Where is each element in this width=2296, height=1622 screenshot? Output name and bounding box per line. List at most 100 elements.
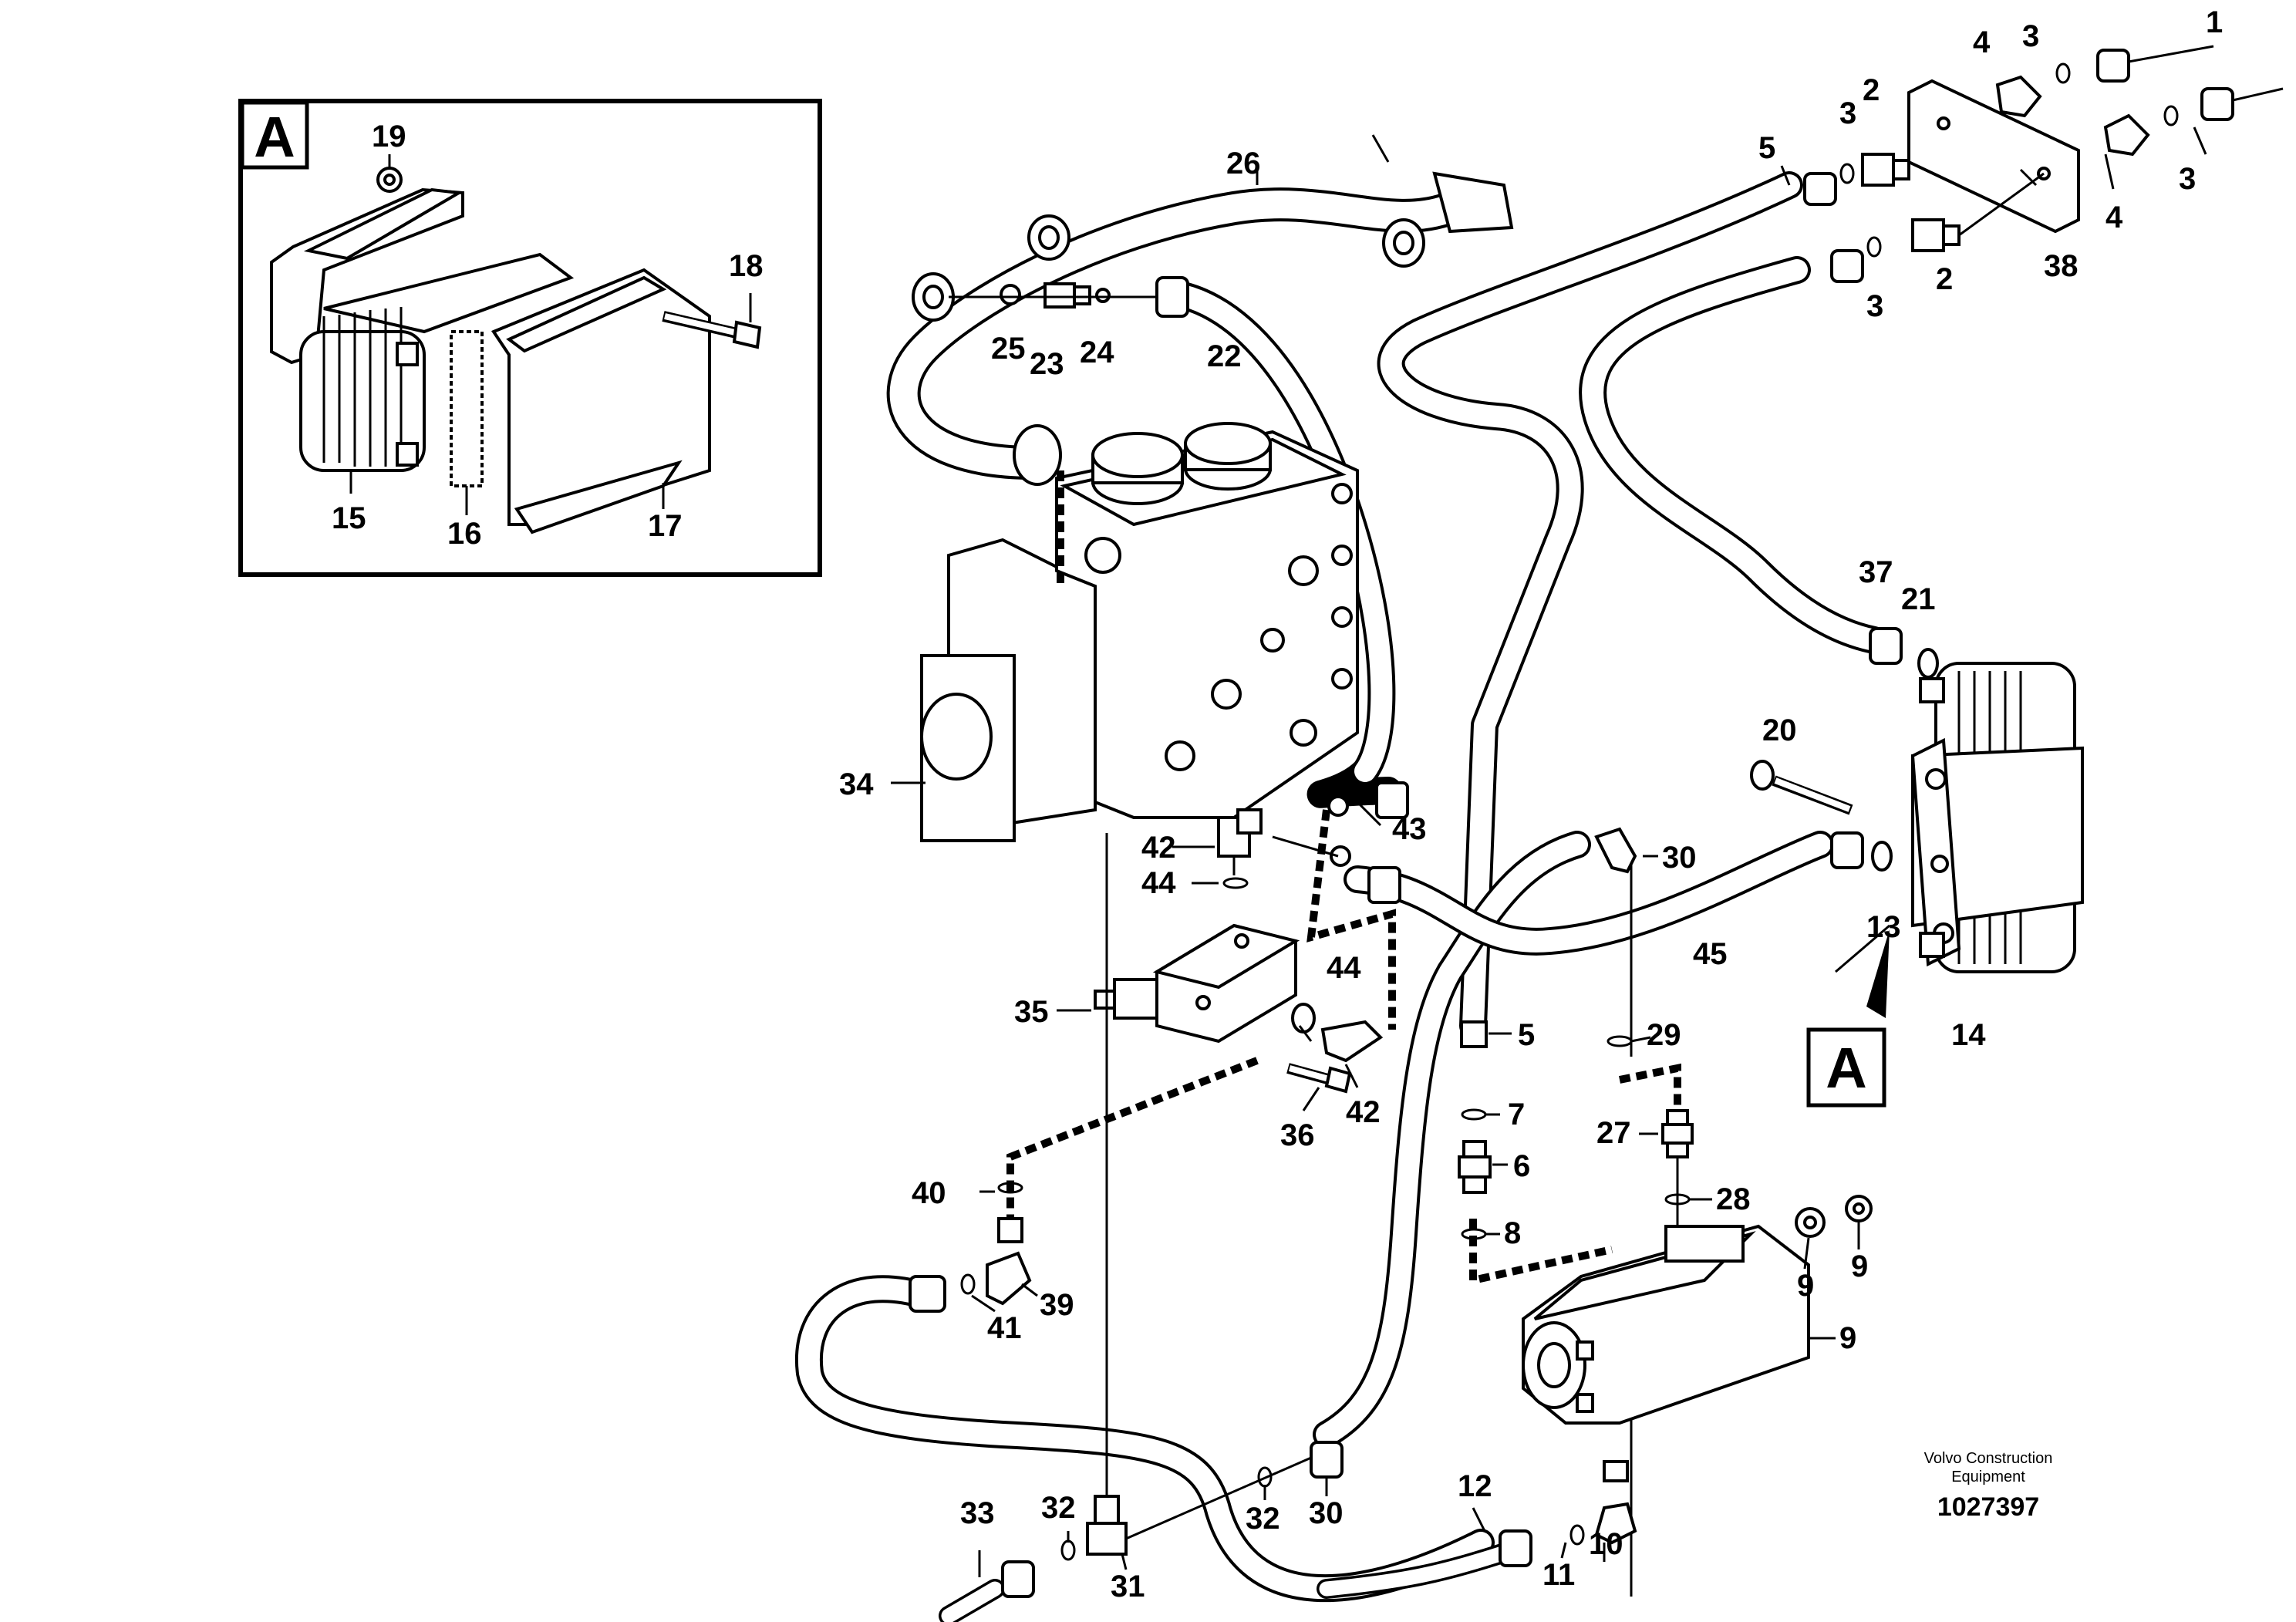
part-label: 13 [1866, 910, 1901, 944]
part-label: 10 [1589, 1527, 1623, 1561]
pump-motor-9 [1522, 1224, 1810, 1425]
elbow-42-lower [1291, 1003, 1384, 1063]
control-valve-34 [920, 422, 1359, 842]
pipe-26 [886, 171, 1514, 486]
part-label: 2 [1936, 262, 1953, 296]
part-label: 31 [1111, 1570, 1145, 1603]
part-labels: 1 3 4 3 2 5 3 4 2 3 38 26 19 18 25 23 24… [332, 5, 2223, 1603]
adapter-27 [1607, 1035, 1694, 1206]
callout-a-letter: A [1826, 1036, 1866, 1100]
inset-a-letter: A [254, 105, 295, 169]
oring-21 [1917, 648, 1939, 679]
cooler-core [299, 330, 426, 472]
tee-31 [1001, 1441, 1344, 1598]
fitting-23 [949, 276, 1189, 318]
hose-end-43 [1272, 781, 1409, 904]
manifold-block-35 [1094, 923, 1300, 1044]
part-label: 30 [1662, 841, 1697, 875]
brand-line-2: Equipment [1951, 1469, 2025, 1485]
elbow-10 [1569, 1460, 1637, 1546]
adapter-6 [1458, 1020, 1492, 1240]
part-label: 35 [1014, 995, 1049, 1029]
gasket [450, 330, 484, 487]
rear-bracket [270, 187, 464, 365]
callout-a: A [1806, 924, 1890, 1108]
part-label: 17 [648, 509, 683, 543]
routing-dashes [1006, 470, 1681, 1286]
part-label: 4 [2106, 201, 2123, 234]
part-label: 37 [1859, 555, 1893, 589]
part-label: 16 [447, 517, 482, 551]
part-label: 26 [1226, 147, 1261, 180]
part-label: 11 [1542, 1558, 1575, 1592]
bolt-36 [1286, 1063, 1352, 1094]
part-label: 38 [2044, 249, 2079, 283]
oring-13 [1871, 841, 1893, 872]
leader-lines [891, 126, 2207, 1577]
hose-45 [1344, 831, 1834, 956]
document-number: 1027397 [1937, 1492, 2039, 1522]
part-label: 22 [1207, 339, 1242, 373]
hose-41 [794, 1275, 1495, 1603]
part-label: 44 [1327, 951, 1361, 985]
elbow-30-upper [1594, 827, 1637, 874]
part-label: 44 [1141, 866, 1176, 900]
part-label: 2 [1863, 73, 1880, 107]
part-label: 3 [1866, 289, 1883, 323]
part-label: 3 [2179, 162, 2196, 196]
part-label: 32 [1246, 1502, 1280, 1536]
part-label: 24 [1080, 336, 1114, 369]
elbow-42-upper [1217, 808, 1263, 889]
bolt-18 [732, 320, 762, 349]
part-label: 3 [1839, 96, 1856, 130]
part-label: 32 [1041, 1491, 1076, 1525]
part-label: 5 [1758, 131, 1775, 165]
part-label: 19 [372, 120, 406, 153]
oil-cooler-14 [1910, 662, 2084, 973]
nut-37 [1869, 627, 1903, 665]
brand-line-1: Volvo Construction [1924, 1450, 2053, 1467]
part-label: 27 [1596, 1116, 1631, 1150]
part-label: 45 [1693, 937, 1728, 971]
part-label: 23 [1030, 347, 1064, 381]
part-label: 42 [1141, 831, 1176, 865]
rear-bracket-top [303, 187, 464, 261]
part-label: 41 [987, 1311, 1022, 1345]
part-label: 25 [991, 332, 1026, 366]
part-label: 42 [1346, 1095, 1381, 1129]
part-label: 4 [1973, 25, 1991, 59]
part-label: 9 [1797, 1269, 1814, 1303]
part-label: 28 [1716, 1182, 1751, 1216]
part-label: 18 [729, 249, 764, 283]
part-label: 9 [1839, 1321, 1856, 1355]
part-label: 40 [912, 1176, 946, 1210]
part-label: 1 [2206, 5, 2223, 39]
hose-37 [1579, 256, 1888, 654]
bolt-20 [1750, 760, 1853, 815]
part-label: 36 [1280, 1118, 1315, 1152]
elbow-39 [909, 1182, 1032, 1313]
part-label: 5 [1518, 1018, 1535, 1052]
part-label: 9 [1851, 1249, 1868, 1283]
part-label: 7 [1508, 1098, 1525, 1131]
hose-5 [1377, 171, 1803, 1040]
part-label: 43 [1392, 812, 1427, 846]
part-label: 33 [960, 1496, 995, 1530]
bulkhead-fittings [1803, 45, 2284, 283]
part-label: 6 [1513, 1149, 1530, 1183]
hose-12 [1317, 1529, 1532, 1599]
hose-33 [939, 1579, 1005, 1622]
part-label: 8 [1504, 1216, 1521, 1250]
inset-a-panel: A [238, 99, 822, 577]
part-label: 15 [332, 501, 366, 535]
part-label: 30 [1309, 1496, 1344, 1530]
part-label: 39 [1040, 1288, 1074, 1322]
part-label: 34 [839, 767, 874, 801]
part-label: 12 [1458, 1469, 1492, 1503]
part-label: 21 [1901, 582, 1936, 616]
part-label: 20 [1762, 713, 1797, 747]
part-label: 3 [2022, 19, 2039, 53]
part-label: 14 [1951, 1018, 1986, 1052]
part-label: 29 [1647, 1018, 1681, 1052]
